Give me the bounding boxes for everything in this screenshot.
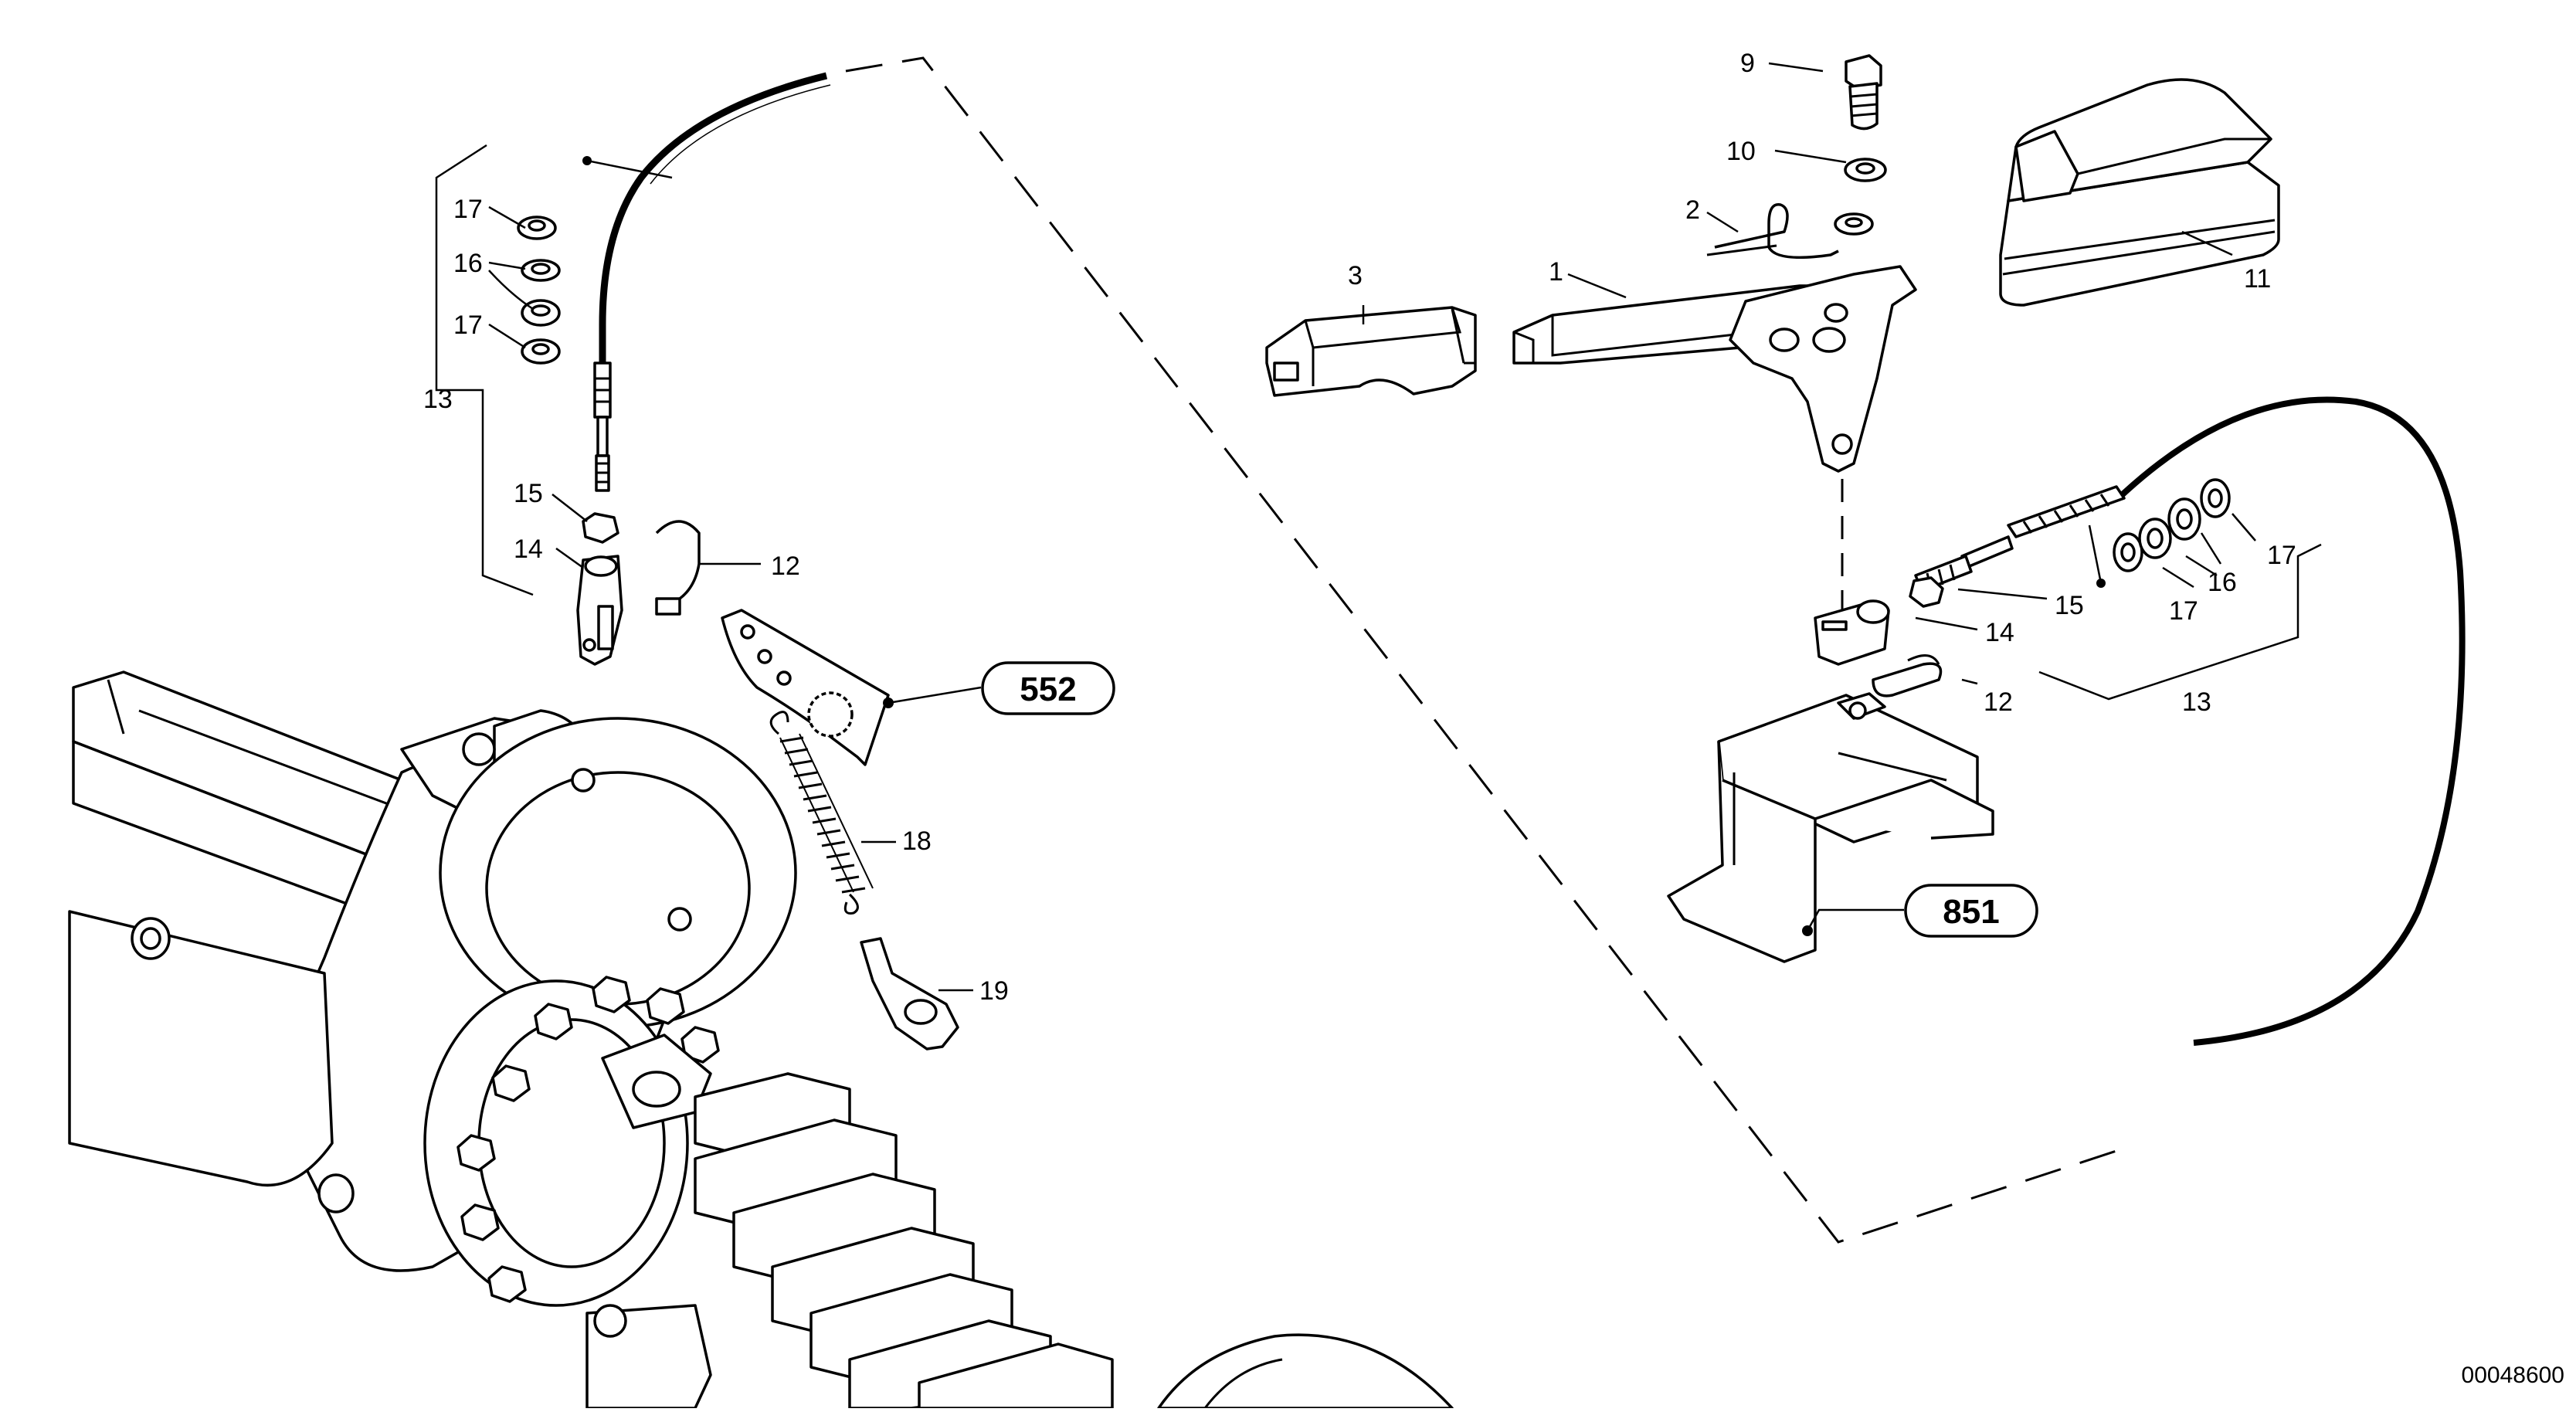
axle-assembly: [68, 670, 1454, 1410]
callout-12-right: 12: [1984, 687, 2013, 717]
callout-14-left: 14: [514, 535, 543, 564]
callout-17-right-b: 17: [2267, 541, 2296, 570]
lever-assembly: [1265, 54, 2280, 618]
reference-851-label: 851: [1943, 893, 1999, 931]
right-cable: [2120, 396, 2466, 1046]
right-cable-assembly: [1362, 62, 2466, 1046]
callout-labels: 17 16 17 13 15 14 12 18 19 9 10 2 1 3 11…: [423, 49, 2296, 1006]
callout-17-left-top: 17: [453, 195, 483, 224]
spring-18: [769, 711, 874, 915]
left-cable: [599, 72, 828, 363]
left-nut-stack: [517, 216, 561, 365]
reference-851-badge[interactable]: 851: [1904, 884, 2038, 938]
callout-15-left: 15: [514, 479, 543, 508]
callout-18: 18: [902, 826, 932, 856]
reference-552-label: 552: [1020, 670, 1076, 708]
callout-10: 10: [1726, 137, 1756, 166]
callout-19: 19: [979, 976, 1009, 1006]
callout-13-left: 13: [423, 385, 453, 414]
callout-14-right: 14: [1985, 618, 2014, 647]
callout-15-right: 15: [2055, 591, 2084, 620]
callout-2: 2: [1685, 195, 1700, 225]
left-cable-assembly: [435, 72, 982, 1051]
callout-13-right: 13: [2182, 687, 2211, 717]
drawing-number: 00048600: [2462, 1363, 2564, 1388]
callout-17-right-a: 17: [2169, 596, 2198, 626]
callout-16-right: 16: [2208, 568, 2237, 597]
callout-1: 1: [1549, 257, 1563, 287]
callout-16-left: 16: [453, 249, 483, 278]
callout-11: 11: [2244, 264, 2271, 294]
counterweight-blocks: [694, 1072, 1114, 1410]
callout-3: 3: [1348, 261, 1363, 290]
reference-552-badge[interactable]: 552: [981, 661, 1115, 715]
dashed-section-boundary: [845, 56, 2117, 1244]
callout-17-left-bottom: 17: [453, 311, 483, 340]
callout-9: 9: [1740, 49, 1755, 78]
callout-12-left: 12: [771, 552, 800, 581]
wheel-bolts: [456, 976, 720, 1303]
